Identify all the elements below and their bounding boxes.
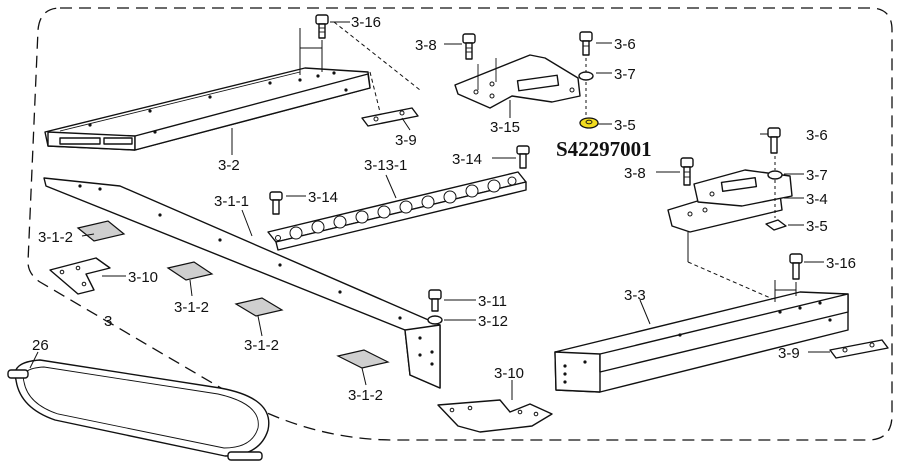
label-3: 3 (104, 313, 112, 330)
hoop-26 (7, 359, 270, 461)
screw-3-14-top (516, 145, 530, 169)
label-3-1-2-d: 3-1-2 (348, 387, 383, 404)
label-3-6-right: 3-6 (806, 127, 828, 144)
pad-3-1-2-a (76, 220, 126, 242)
washer-3-12 (427, 315, 443, 325)
label-3-16-top: 3-16 (351, 14, 381, 31)
label-3-1-2-b: 3-1-2 (174, 299, 209, 316)
washer-3-7-top (578, 71, 594, 81)
pad-3-1-2-c (234, 297, 284, 317)
label-3-5-right: 3-5 (806, 218, 828, 235)
label-3-11: 3-11 (478, 293, 507, 310)
part-3-4-bracket (667, 169, 793, 233)
part-3-15-bracket (454, 54, 581, 109)
part-3-10-plate-left (49, 257, 111, 295)
assembly-boundary (27, 7, 893, 441)
part-labels: 3-16 3-8 3-6 3-7 3-5 3-15 3-9 3-2 3-14 3… (32, 14, 856, 404)
part-code: S42297001 (556, 137, 652, 161)
label-3-7-top: 3-7 (614, 66, 636, 83)
label-3-1-2-a: 3-1-2 (38, 229, 73, 246)
screw-3-16-right (789, 253, 803, 280)
label-3-3: 3-3 (624, 287, 646, 304)
pad-3-1-2-d (336, 349, 390, 369)
part-3-9-pad-right (829, 339, 889, 359)
label-3-5-top: 3-5 (614, 117, 636, 134)
nut-3-5-highlighted (579, 117, 599, 129)
label-3-9-right: 3-9 (778, 345, 800, 362)
screw-3-6-top (579, 31, 593, 56)
label-3-7-right: 3-7 (806, 167, 828, 184)
screw-3-16-top (315, 14, 329, 39)
nut-3-5-right (765, 219, 787, 231)
part-3-9-pad-top (361, 107, 419, 127)
label-3-14-top: 3-14 (452, 151, 482, 168)
label-3-10-left: 3-10 (128, 269, 158, 286)
screw-3-8-top (462, 33, 476, 60)
label-3-8-right: 3-8 (624, 165, 646, 182)
label-3-12: 3-12 (478, 313, 508, 330)
washer-3-7-right (767, 170, 783, 180)
label-3-15: 3-15 (490, 119, 520, 136)
label-26: 26 (32, 337, 49, 354)
label-3-1-1: 3-1-1 (214, 193, 249, 210)
label-3-13-1: 3-13-1 (364, 157, 407, 174)
label-3-6-top: 3-6 (614, 36, 636, 53)
label-3-2: 3-2 (218, 157, 240, 174)
part-3-2-rail (44, 67, 371, 151)
part-3-10-plate-bottom (437, 399, 553, 433)
label-3-4: 3-4 (806, 191, 828, 208)
part-3-1-1-rail (43, 177, 441, 389)
label-3-10-bottom: 3-10 (494, 365, 524, 382)
screw-3-8-right (680, 157, 694, 186)
label-3-9-top: 3-9 (395, 132, 417, 149)
label-3-8-top: 3-8 (415, 37, 437, 54)
label-3-16-right: 3-16 (826, 255, 856, 272)
screw-3-11 (428, 289, 442, 312)
label-3-1-2-c: 3-1-2 (244, 337, 279, 354)
leader-lines (29, 21, 830, 400)
part-3-13-1-bar (267, 171, 527, 251)
screw-3-14-mid (269, 191, 283, 215)
screw-3-6-right (767, 127, 781, 154)
label-3-14-mid: 3-14 (308, 189, 338, 206)
pad-3-1-2-b (166, 261, 214, 281)
part-3-3-rail (554, 291, 849, 393)
